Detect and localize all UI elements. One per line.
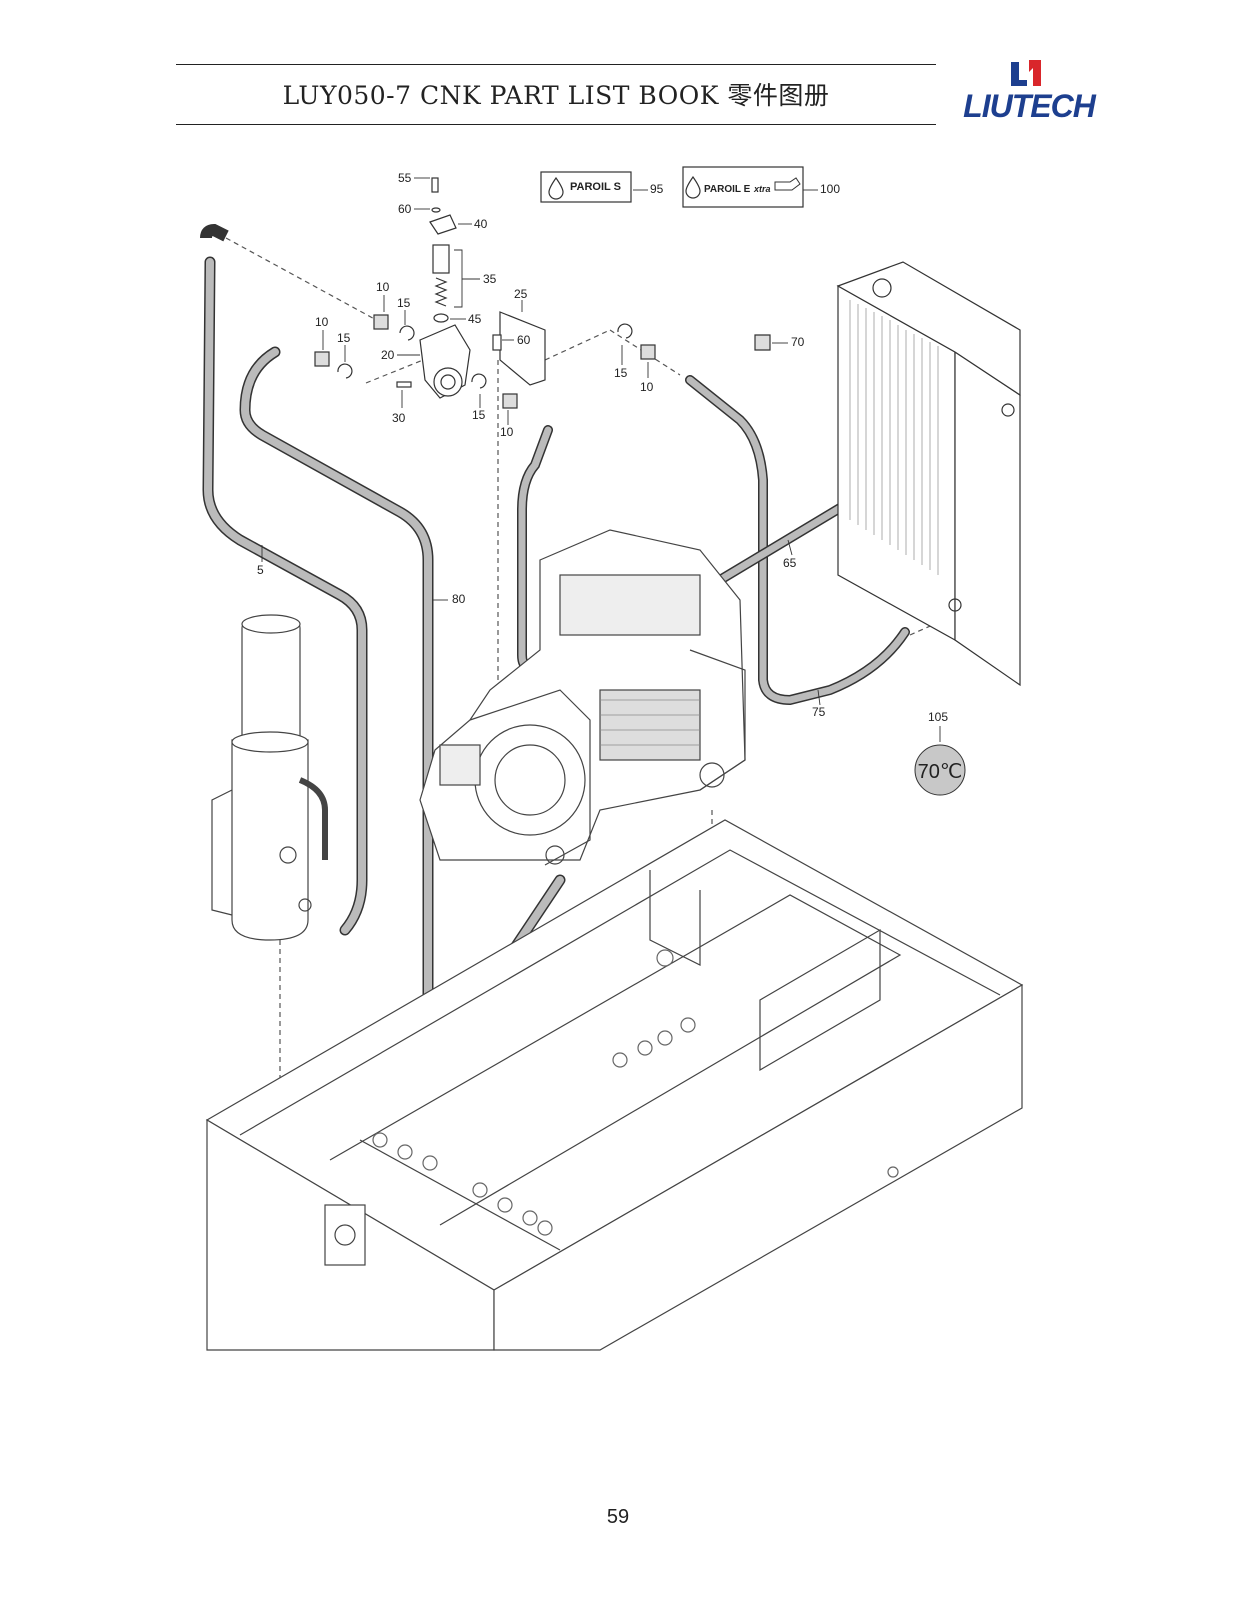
callout-95: 95 xyxy=(650,182,664,196)
label-paroil-s: PAROIL S xyxy=(570,181,621,193)
callout-65: 65 xyxy=(783,556,797,570)
page-number: 59 xyxy=(606,1506,630,1528)
callout-75: 75 xyxy=(812,705,826,719)
label-temperature: 70℃ xyxy=(918,761,963,783)
logo-mark-icon xyxy=(1011,60,1041,86)
callout-15: 15 xyxy=(337,331,351,345)
label-paroil-e-xtra: xtra xyxy=(753,184,771,194)
callout-15: 15 xyxy=(397,296,411,310)
callout-30: 30 xyxy=(392,411,406,425)
callout-60: 60 xyxy=(517,333,531,347)
oil-can-icon xyxy=(774,177,801,191)
callout-40: 40 xyxy=(474,217,488,231)
oil-drop-icon xyxy=(685,175,701,199)
label-paroil-e: PAROIL E xyxy=(704,184,751,195)
callout-15: 15 xyxy=(472,408,486,422)
callout-55: 60 xyxy=(398,202,412,216)
callout-20: 20 xyxy=(381,348,395,362)
callout-35: 35 xyxy=(483,272,497,286)
logo-text: LIUTECH xyxy=(963,88,1096,124)
callout-50: 55 xyxy=(398,171,412,185)
oil-drop-icon xyxy=(548,176,564,200)
callout-45: 45 xyxy=(468,312,482,326)
callout-80: 80 xyxy=(452,592,466,606)
callout-10: 10 xyxy=(640,380,654,394)
callout-105: 105 xyxy=(928,710,948,724)
page-title: LUY050-7 CNK PART LIST BOOK 零件图册 xyxy=(282,81,830,110)
callout-10: 10 xyxy=(500,425,514,439)
callout-5: 5 xyxy=(257,563,264,577)
callout-15: 15 xyxy=(614,366,628,380)
callout-10: 10 xyxy=(315,315,329,329)
callout-70: 70 xyxy=(791,335,805,349)
callout-100: 100 xyxy=(820,182,840,196)
header-bottom-rule xyxy=(176,124,936,125)
brand-logo: LIUTECH xyxy=(954,58,1104,130)
callout-25: 25 xyxy=(514,287,528,301)
header-top-rule xyxy=(176,64,936,65)
callout-10: 10 xyxy=(376,280,390,294)
